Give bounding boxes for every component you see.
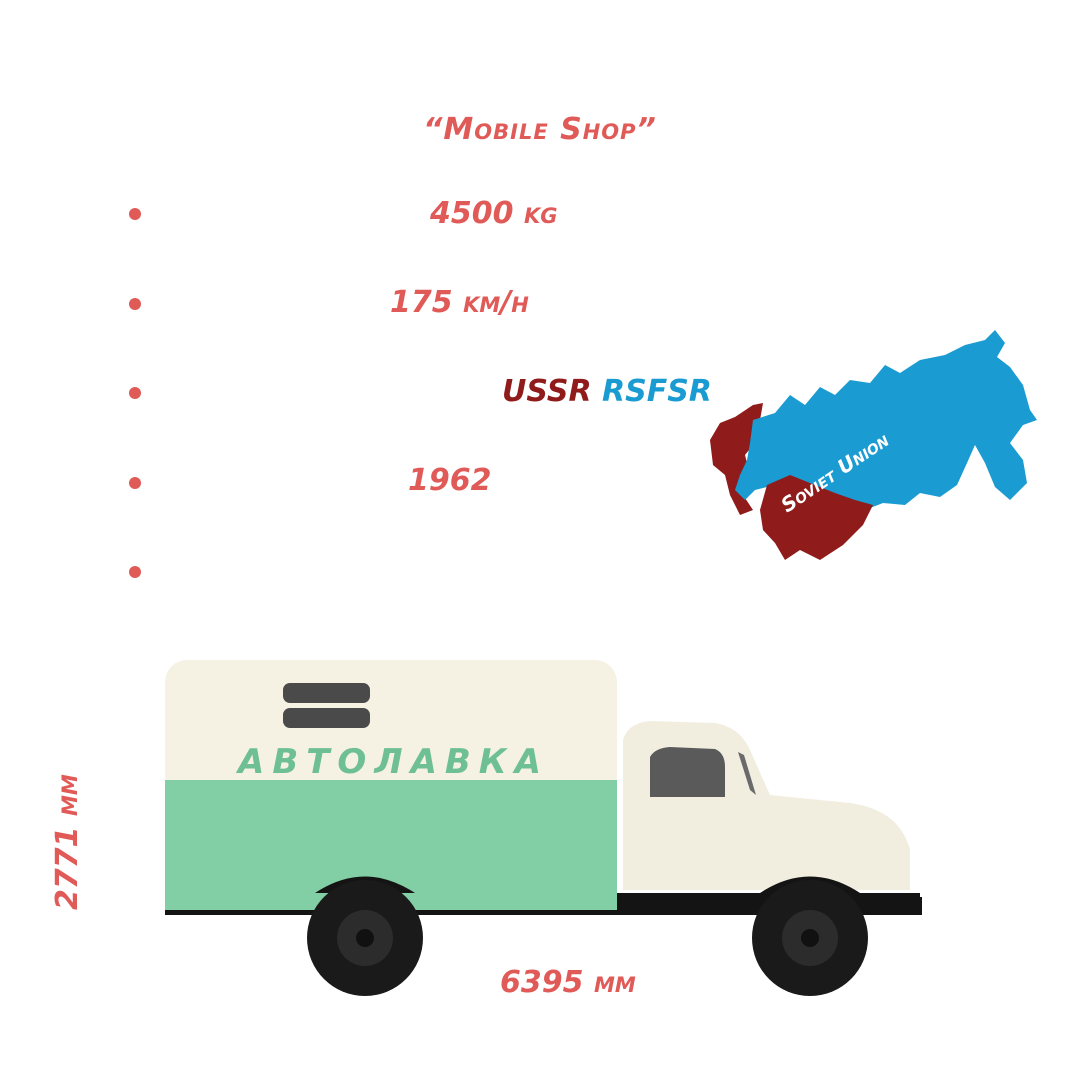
truck-cab — [623, 721, 910, 890]
spec-weight: 4500 kg — [430, 196, 558, 231]
bullet-marker — [129, 208, 141, 220]
rear-wheel-cap — [356, 929, 374, 947]
spec-country-ussr: USSR — [502, 374, 592, 409]
bullet-marker — [129, 387, 141, 399]
length-dimension: 6395 mm — [500, 965, 636, 1000]
soviet-union-map: Soviet Union — [705, 325, 1050, 570]
bullet-marker — [129, 477, 141, 489]
vent-slot — [283, 708, 370, 728]
box-label: АВТОЛАВКА — [235, 742, 549, 782]
map-svg: Soviet Union — [710, 330, 1037, 560]
front-wheel-cap — [801, 929, 819, 947]
vent-slot — [283, 683, 370, 703]
cab-window — [650, 747, 725, 797]
cargo-box-top — [165, 660, 617, 798]
bullet-marker — [129, 298, 141, 310]
page-title: “Mobile Shop” — [423, 112, 657, 147]
spec-speed: 175 km/h — [390, 285, 529, 320]
height-dimension: 2771 mm — [50, 774, 85, 910]
spec-country-rsfsr: RSFSR — [602, 374, 712, 409]
truck-illustration: АВТОЛАВКА — [150, 655, 940, 1000]
bullet-marker — [129, 566, 141, 578]
map-central-asia — [760, 475, 873, 560]
spec-year: 1962 — [408, 463, 492, 498]
map-rsfsr — [735, 330, 1037, 510]
rear-bumper — [908, 897, 922, 915]
truck-svg: АВТОЛАВКА — [165, 660, 922, 996]
cab-front-window — [738, 752, 756, 795]
map-western-republics — [710, 403, 763, 515]
